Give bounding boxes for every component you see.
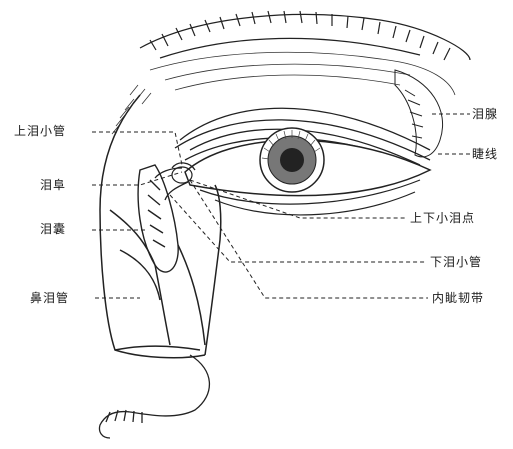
label-lower-canaliculus: 下泪小管	[430, 255, 482, 269]
label-upper-canaliculus: 上泪小管	[14, 124, 66, 138]
orbit-shading	[112, 52, 455, 134]
label-lacrimal-lake: 泪阜	[40, 178, 66, 192]
canaliculi	[155, 168, 188, 200]
label-medial-canthus: 内眦韧带	[432, 291, 484, 305]
label-nasolacrimal-duct: 鼻泪管	[30, 291, 69, 305]
label-lacrimal-gland: 泪腺	[472, 107, 498, 121]
label-lacrimal-sac: 泪囊	[40, 222, 66, 236]
eye	[185, 128, 430, 196]
nostril	[99, 355, 209, 438]
label-eyelash: 睫线	[472, 147, 498, 161]
face-outline	[100, 95, 221, 358]
lacrimal-sac	[138, 165, 178, 272]
label-upper-lower-puncta: 上下小泪点	[410, 211, 475, 225]
